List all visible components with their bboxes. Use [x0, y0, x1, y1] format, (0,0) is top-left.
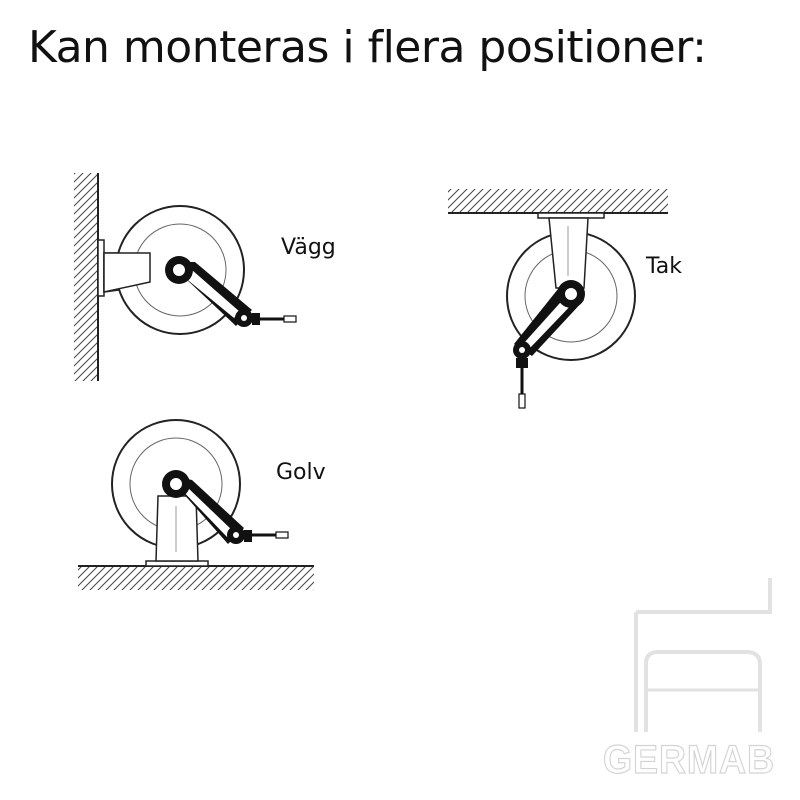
logo-wordmark: GERMAB [603, 738, 775, 782]
floor-mount-illustration [78, 419, 314, 590]
ceiling-mount-illustration [448, 189, 668, 409]
label-ceiling: Tak [646, 254, 683, 279]
germab-logo: GERMAB [602, 578, 775, 783]
hose-nozzle [283, 315, 297, 323]
label-floor: Golv [276, 460, 326, 485]
wall-hatch [74, 173, 98, 381]
hose-nozzle [275, 531, 289, 539]
label-wall: Vägg [281, 235, 336, 260]
wall-mount-illustration [74, 173, 297, 381]
ceiling-hatch [448, 189, 668, 213]
hose-nozzle [518, 393, 526, 409]
page-title: Kan monteras i flera positioner: [28, 22, 707, 73]
floor-hatch [78, 566, 314, 590]
floor-bracket [155, 495, 199, 562]
